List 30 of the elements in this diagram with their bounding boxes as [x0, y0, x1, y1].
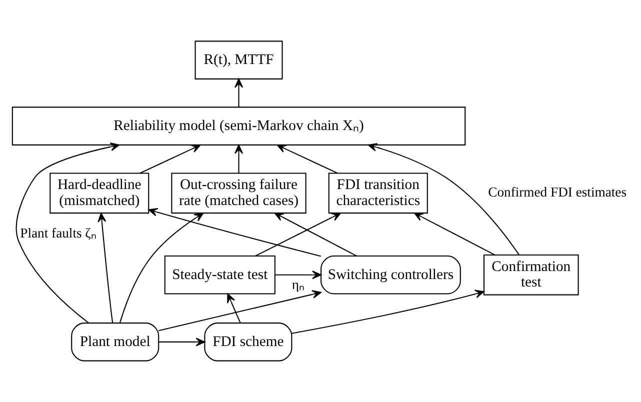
arrow: [158, 290, 322, 332]
node-box: R(t), MTTF: [194, 40, 283, 80]
node-box: Steady-state test: [164, 255, 276, 294]
arrow: [148, 208, 322, 257]
node-box: Switching controllers: [320, 255, 461, 294]
arrow: [140, 144, 201, 174]
node-box: FDI transition characteristics: [328, 172, 428, 214]
arrow: [158, 338, 206, 346]
arrow: [234, 144, 244, 173]
node-box: Confirmation test: [483, 254, 579, 296]
node-box: Out-crossing failure rate (matched cases): [171, 172, 306, 214]
edge-label: Confirmed FDI estimates: [488, 184, 627, 200]
node-box: FDI scheme: [204, 322, 292, 362]
arrow: [292, 290, 484, 334]
arrow: [227, 293, 241, 324]
edge-label: ηₙ: [292, 276, 304, 292]
arrow: [414, 212, 496, 256]
arrow: [368, 143, 520, 255]
arrow: [276, 144, 338, 174]
arrow: [275, 270, 322, 280]
arrow: [234, 78, 244, 107]
arrow: [274, 212, 357, 256]
arrow: [16, 142, 120, 324]
node-box: Reliability model (semi-Markov chain Xₙ): [12, 106, 466, 146]
arrow: [255, 212, 342, 256]
arrow: [98, 212, 114, 324]
node-box: Hard-deadline (mismatched): [50, 172, 150, 214]
edge-label: Plant faults ζₙ: [20, 226, 96, 241]
node-box: Plant model: [71, 322, 160, 362]
arrow: [119, 212, 204, 324]
